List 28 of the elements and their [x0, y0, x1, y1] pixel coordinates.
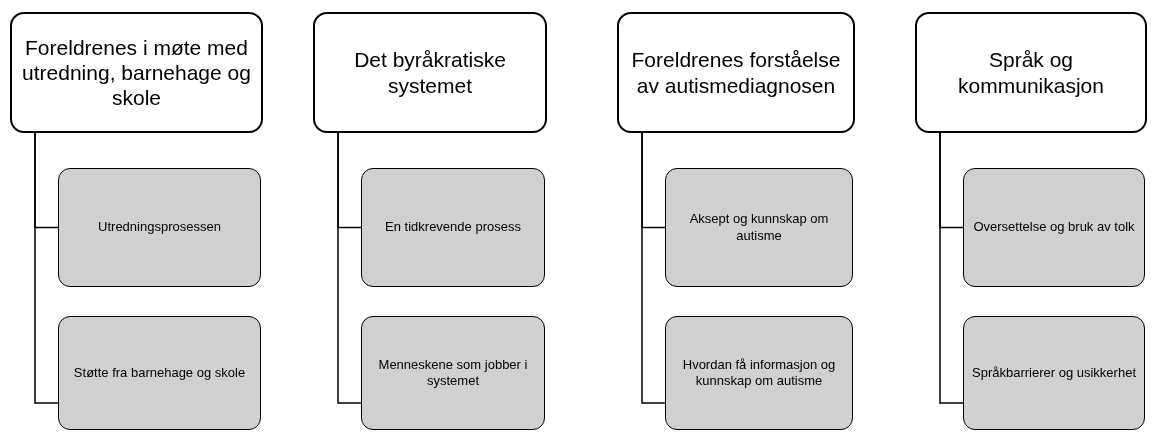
node-text: Det byråkratiske systemet	[353, 47, 507, 98]
node-text: Oversettelse og bruk av tolk	[973, 219, 1135, 236]
subtheme-box	[963, 168, 1145, 287]
subtheme-box	[665, 316, 853, 430]
subtheme-box	[963, 316, 1145, 430]
subtheme-box	[361, 168, 545, 287]
node-text: En tidkrevende prosess	[385, 219, 521, 236]
theme-box	[313, 12, 547, 133]
subtheme-box	[58, 316, 261, 430]
connector-line	[337, 132, 362, 404]
theme-box	[915, 12, 1147, 133]
connector-line	[641, 132, 666, 404]
connector-line	[939, 132, 964, 404]
subtheme-box	[665, 168, 853, 287]
node-text: Hvordan få informasjon og kunnskap om autisme	[681, 356, 837, 390]
node-text: Aksept og kunnskap om autisme	[688, 211, 830, 244]
node-text: Menneskene som jobber i systemet	[377, 356, 529, 390]
node-text: Foreldrenes i møte med utredning, barnehage og skole	[21, 34, 252, 111]
node-text: Foreldrenes forståelse av autismediagnosen	[630, 47, 842, 98]
subtheme-box	[361, 316, 545, 430]
node-text: Språk og kommunikasjon	[957, 47, 1105, 98]
subtheme-box	[58, 168, 261, 287]
connector-line	[34, 132, 59, 404]
theme-box	[617, 12, 855, 133]
node-text: Språkbarrierer og usikkerhet	[972, 364, 1136, 382]
node-text: Utredningsprosessen	[98, 219, 221, 236]
theme-box	[10, 12, 263, 133]
node-text: Støtte fra barnehage og skole	[73, 364, 246, 382]
